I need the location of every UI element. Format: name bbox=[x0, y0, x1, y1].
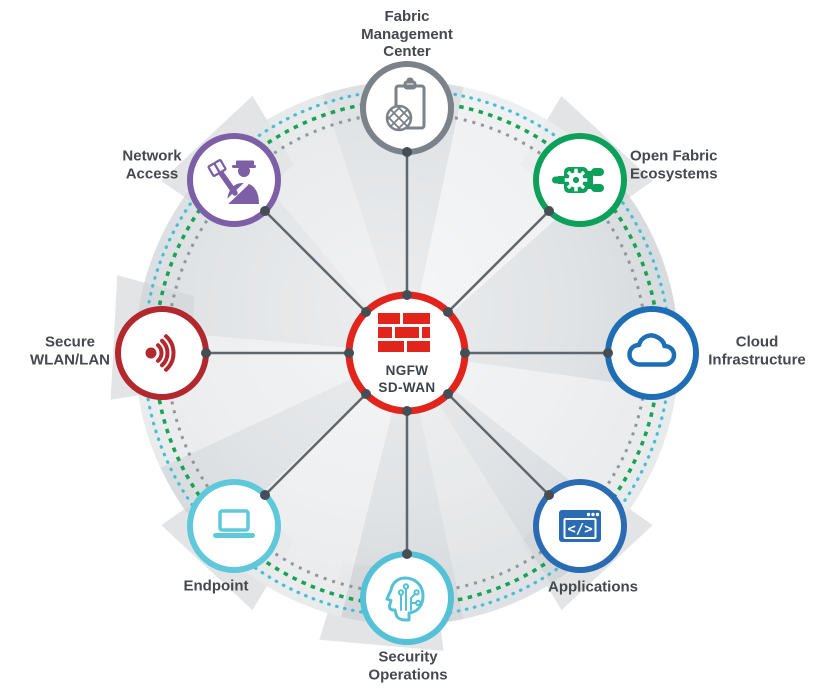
firewall-bricks-icon bbox=[378, 313, 430, 352]
security-guard-icon bbox=[207, 159, 259, 205]
connection-dot bbox=[260, 490, 270, 500]
connection-dot bbox=[201, 348, 211, 358]
connection-dots bbox=[201, 147, 613, 559]
window-dots bbox=[586, 512, 600, 517]
code-window-icon: </> bbox=[559, 510, 601, 542]
node-circle-endpoint bbox=[187, 479, 281, 573]
connection-dot bbox=[402, 290, 412, 300]
connection-dot bbox=[460, 348, 470, 358]
disc-highlight-wedge bbox=[407, 353, 677, 521]
clipboard-globe-icon bbox=[385, 77, 426, 132]
connection-dot bbox=[361, 389, 371, 399]
badge-book bbox=[207, 159, 227, 177]
connection-dot bbox=[544, 206, 554, 216]
connection-dot bbox=[603, 348, 613, 358]
disc-highlight-wedge bbox=[407, 353, 552, 620]
connection-dot bbox=[443, 389, 453, 399]
wireless-signal-icon bbox=[145, 334, 176, 372]
code-glyph: </> bbox=[567, 522, 592, 538]
connection-dot bbox=[443, 307, 453, 317]
connection-dot bbox=[344, 348, 354, 358]
connection-dot bbox=[402, 147, 412, 157]
connection-dot bbox=[544, 490, 554, 500]
globe-lattice bbox=[387, 106, 411, 130]
plug-gear-icon bbox=[552, 167, 604, 193]
brain-circuit-icon bbox=[385, 576, 425, 622]
connection-dot bbox=[402, 406, 412, 416]
node-circle-cloud-infrastructure bbox=[605, 306, 699, 400]
connection-dot bbox=[361, 307, 371, 317]
cloud-icon bbox=[627, 333, 677, 367]
node-label-applications: Applications bbox=[547, 578, 639, 596]
laptop-icon bbox=[213, 509, 255, 538]
connection-dot bbox=[402, 549, 412, 559]
connection-dot bbox=[260, 206, 270, 216]
circuit-traces bbox=[397, 583, 422, 611]
node-label-endpoint: Endpoint bbox=[183, 577, 249, 595]
